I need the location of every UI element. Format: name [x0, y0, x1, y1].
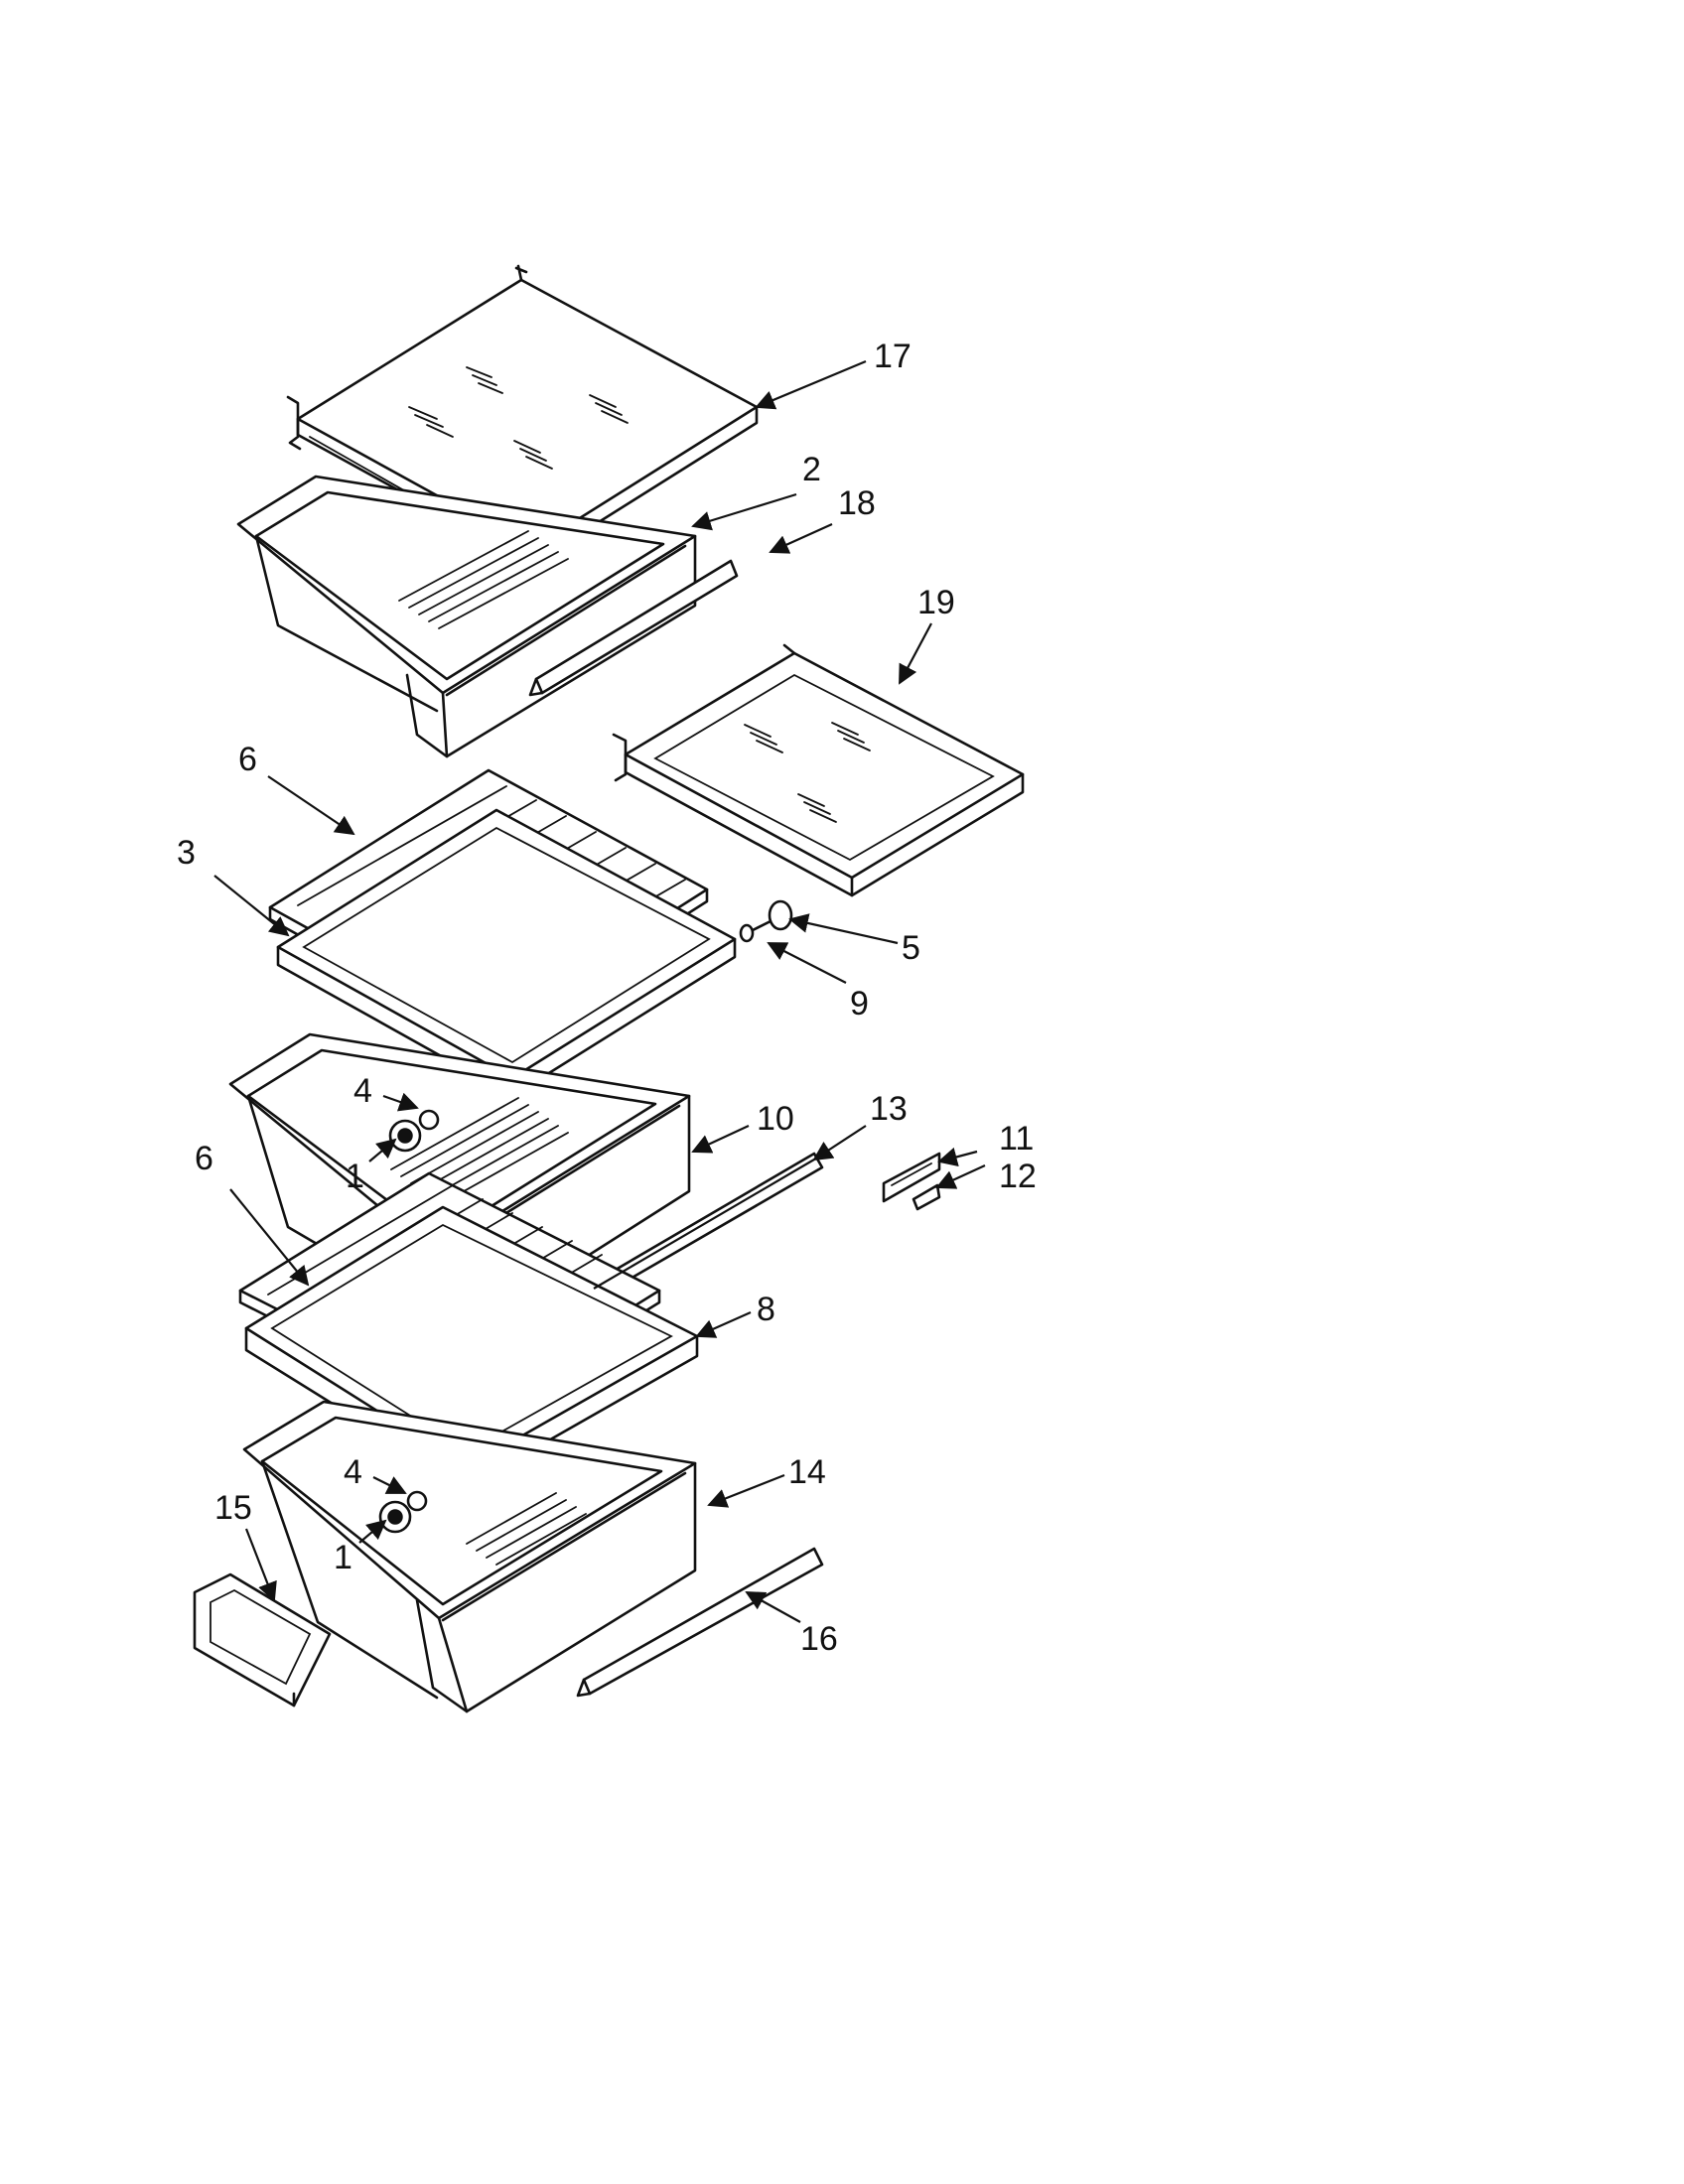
callout-1-lower: 1	[334, 1539, 352, 1576]
callout-17: 17	[874, 338, 912, 375]
callout-18: 18	[838, 484, 876, 522]
cam-screw-5-9	[739, 899, 793, 943]
callout-14: 14	[788, 1453, 826, 1491]
trim-18	[528, 559, 739, 697]
callout-11: 11	[999, 1120, 1034, 1158]
callout-16: 16	[800, 1620, 838, 1658]
shelf-17	[286, 264, 759, 566]
callout-8: 8	[757, 1291, 775, 1328]
drawer-14	[242, 1400, 697, 1713]
leader-lines	[213, 359, 986, 1623]
callout-6-upper: 6	[238, 741, 257, 778]
callout-6-lower: 6	[195, 1140, 213, 1177]
callout-15: 15	[214, 1489, 252, 1527]
callout-4-lower: 4	[344, 1453, 362, 1491]
drawer-2	[236, 475, 697, 758]
callout-10: 10	[757, 1100, 794, 1138]
callout-9: 9	[850, 985, 869, 1023]
callout-2: 2	[802, 451, 821, 488]
callout-labels: 17 2 18 19 6 3 5 9 4 1 10 13 11 12 6 8 4…	[177, 338, 1037, 1658]
label-frame-15	[193, 1572, 332, 1707]
rollers-1-4-lower	[378, 1490, 428, 1534]
callout-3: 3	[177, 834, 196, 872]
trim-16	[576, 1547, 824, 1698]
callout-4-upper: 4	[353, 1072, 372, 1110]
rollers-1-4-upper	[388, 1109, 440, 1153]
callout-13: 13	[870, 1090, 908, 1128]
bracket-11-12	[882, 1152, 941, 1211]
callout-1-upper: 1	[346, 1158, 364, 1195]
frame-3	[276, 808, 737, 1098]
callout-19: 19	[917, 584, 955, 621]
callout-12: 12	[999, 1158, 1037, 1195]
callout-5: 5	[902, 929, 920, 967]
shelf-19	[612, 643, 1025, 897]
